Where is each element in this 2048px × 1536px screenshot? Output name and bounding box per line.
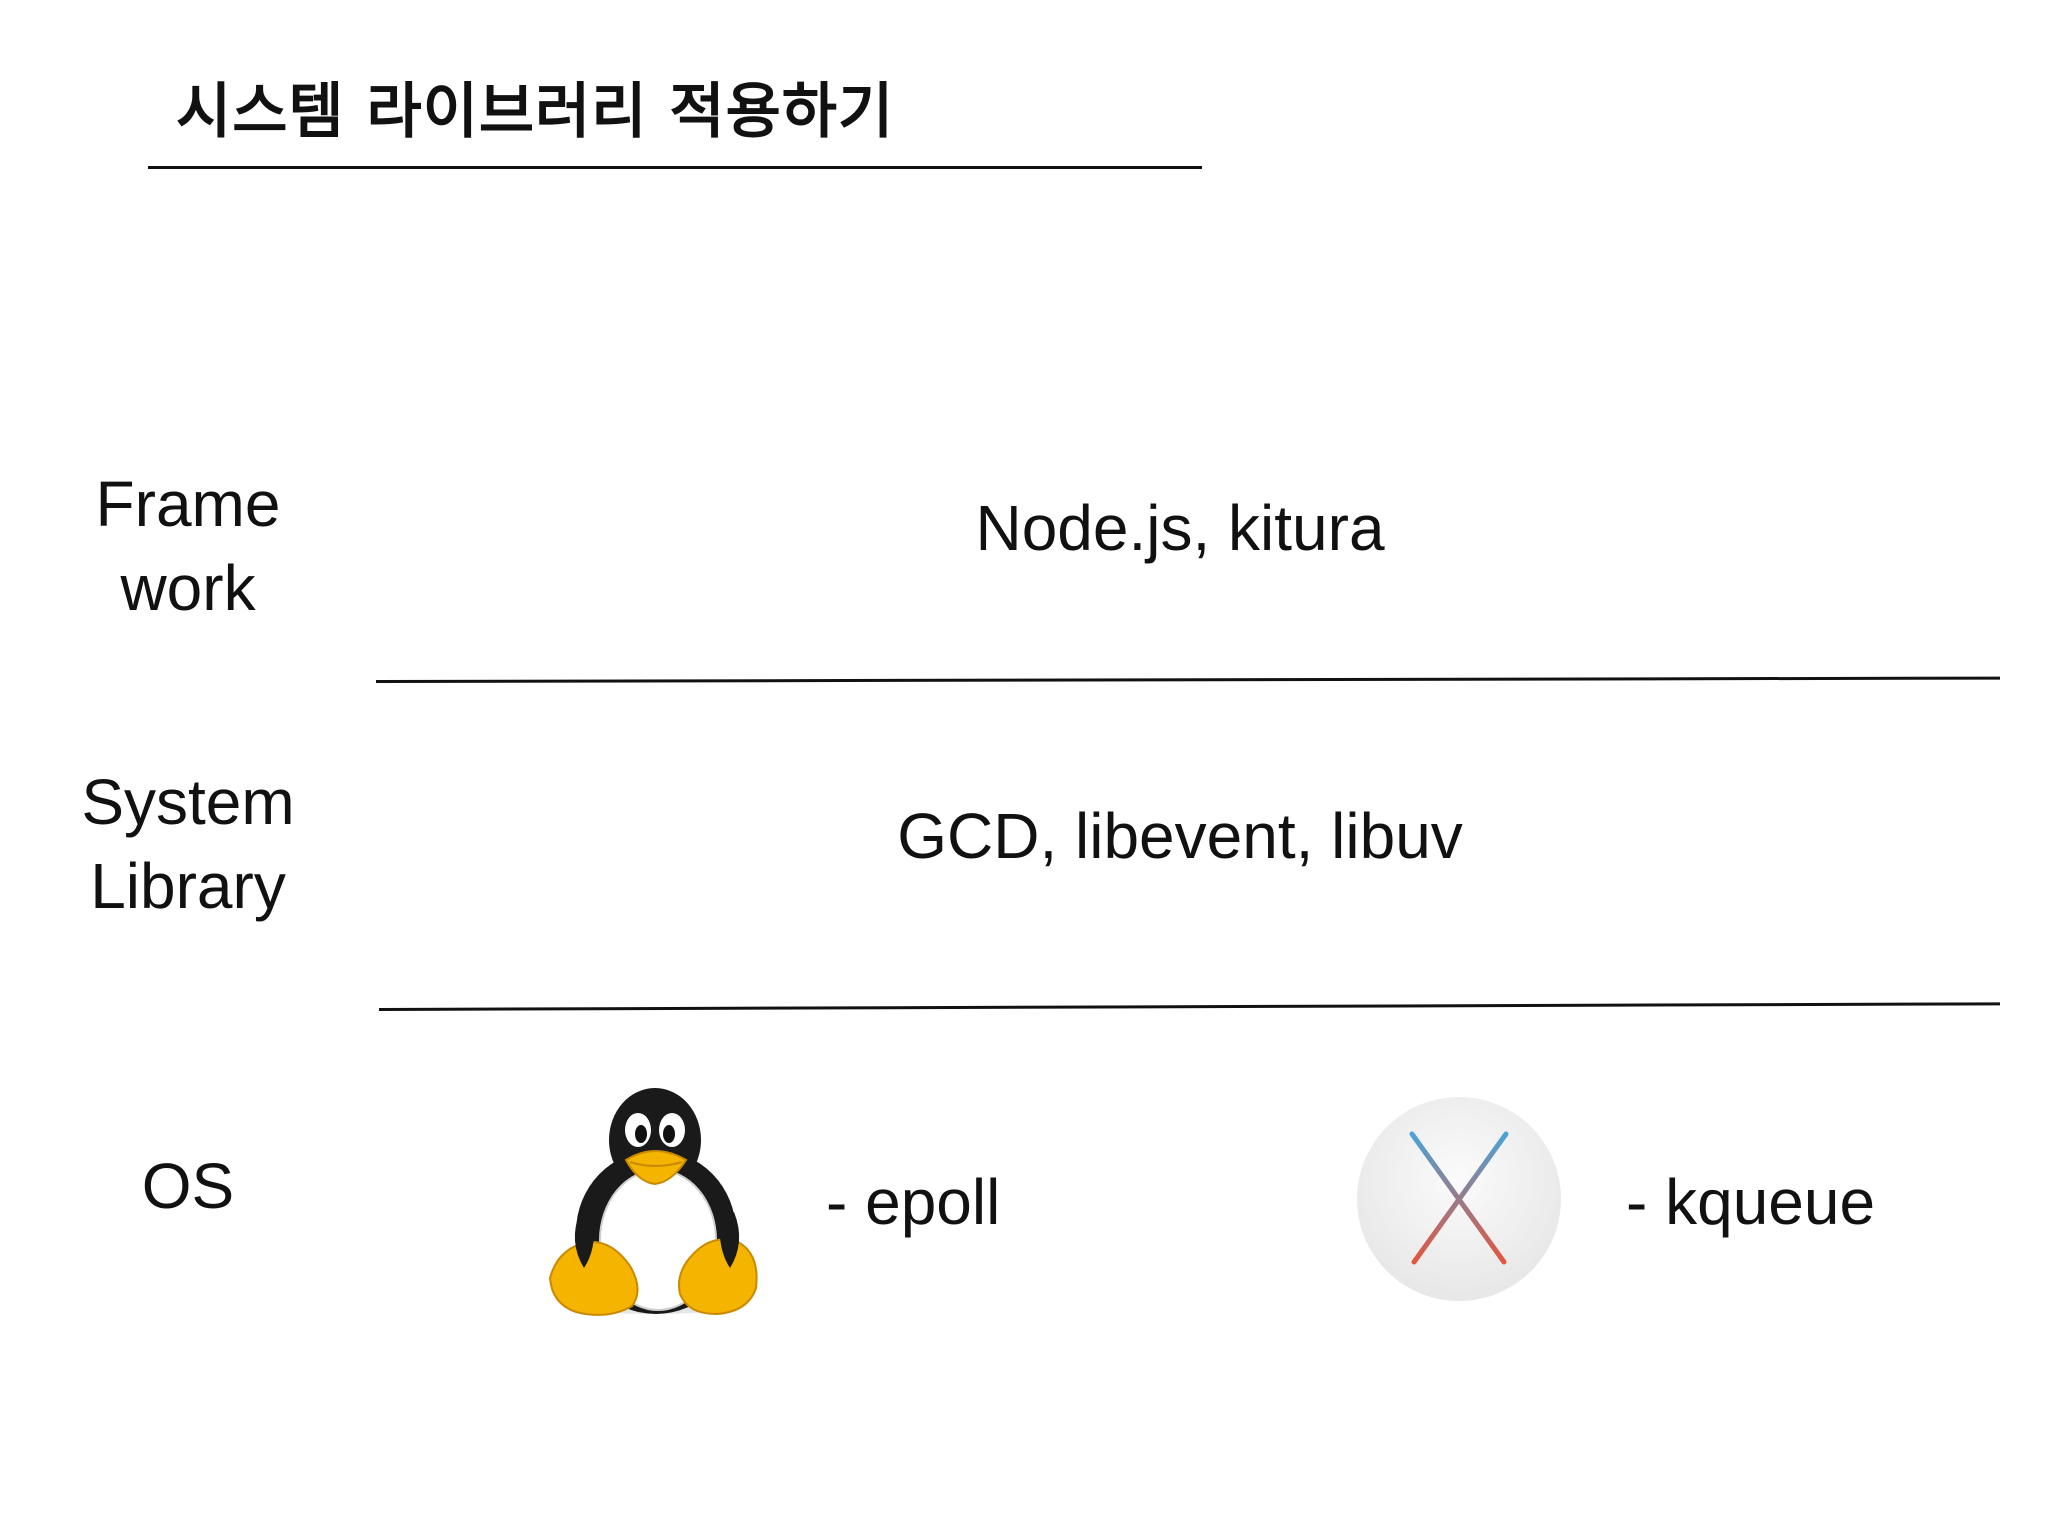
row-label-framework: Frame work <box>95 468 281 624</box>
linux-tux-icon <box>548 1082 758 1322</box>
row-label-os: OS <box>141 1150 235 1222</box>
linux-epoll-label: - epoll <box>826 1166 1001 1238</box>
macos-kqueue-label: - kqueue <box>1626 1166 1876 1238</box>
title-underline <box>148 166 1202 169</box>
row-content-framework: Node.js, kitura <box>975 492 1385 564</box>
macos-x-icon <box>1354 1094 1564 1304</box>
row-label-system-library: System Library <box>81 766 295 922</box>
divider-system-os <box>378 1002 2000 1011</box>
slide-title: 시스템 라이브러리 적용하기 <box>176 77 895 147</box>
divider-framework-system <box>375 676 2000 683</box>
row-content-system-library: GCD, libevent, libuv <box>897 800 1463 872</box>
